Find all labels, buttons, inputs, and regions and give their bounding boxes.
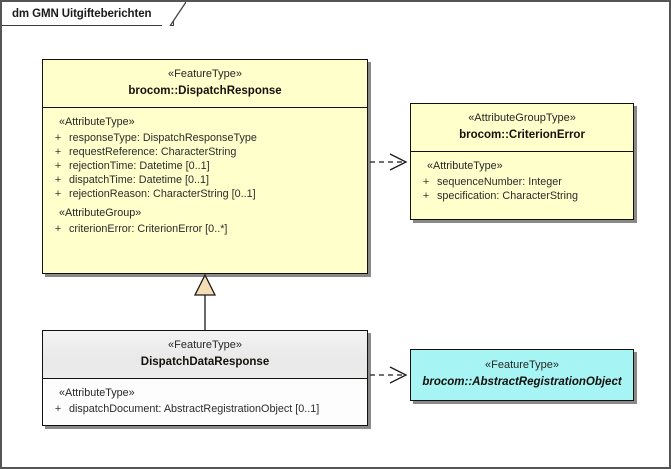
class-node-abstract-registration-object[interactable]: «FeatureType» brocom::AbstractRegistrati…	[410, 349, 634, 401]
class-stereotype: «FeatureType»	[168, 68, 242, 80]
attribute-signature: criterionError: CriterionError [0..*]	[69, 222, 228, 235]
attribute-group-label: «AttributeType»	[427, 159, 503, 172]
attribute-visibility: +	[54, 159, 62, 172]
attribute-row[interactable]: + sequenceNumber: Integer	[415, 175, 629, 189]
class-stereotype: «FeatureType»	[168, 339, 242, 351]
attribute-signature: rejectionReason: CharacterString [0..1]	[69, 187, 256, 200]
attribute-signature: responseType: DispatchResponseType	[69, 131, 257, 144]
attribute-signature: dispatchTime: Datetime [0..1]	[69, 173, 210, 186]
connector-dependency-dispatchresponse-criterionerror[interactable]	[370, 153, 408, 171]
class-header-abstract-registration-object: «FeatureType» brocom::AbstractRegistrati…	[411, 350, 633, 398]
attribute-visibility: +	[422, 189, 430, 202]
attribute-row[interactable]: + dispatchTime: Datetime [0..1]	[47, 173, 363, 187]
class-node-dispatch-response[interactable]: «FeatureType» brocom::DispatchResponse «…	[42, 59, 368, 274]
class-node-dispatch-data-response[interactable]: «FeatureType» DispatchDataResponse «Attr…	[42, 330, 368, 426]
connector-generalization-dispatchdataresponse-dispatchresponse[interactable]	[193, 273, 217, 332]
class-body-dispatch-data-response: «AttributeType» + dispatchDocument: Abst…	[43, 377, 367, 423]
attribute-visibility: +	[54, 402, 62, 415]
class-name: brocom::DispatchResponse	[128, 84, 282, 97]
attribute-row[interactable]: + criterionError: CriterionError [0..*]	[47, 222, 363, 236]
diagram-title-label: dm GMN Uitgifteberichten	[12, 7, 152, 20]
attribute-row[interactable]: + requestReference: CharacterString	[47, 145, 363, 159]
attribute-visibility: +	[54, 222, 62, 235]
attribute-visibility: +	[422, 175, 430, 188]
class-header-dispatch-data-response: «FeatureType» DispatchDataResponse	[43, 331, 367, 378]
class-body-criterion-error: «AttributeType» + sequenceNumber: Intege…	[411, 150, 633, 210]
class-name: DispatchDataResponse	[140, 355, 270, 368]
attribute-signature: dispatchDocument: AbstractRegistrationOb…	[69, 402, 320, 415]
attribute-visibility: +	[54, 187, 62, 200]
attribute-signature: specification: CharacterString	[437, 189, 579, 202]
connector-dependency-dispatchdataresponse-abstractregistrationobject[interactable]	[370, 366, 408, 384]
attribute-row[interactable]: + specification: CharacterString	[415, 189, 629, 203]
attribute-visibility: +	[54, 131, 62, 144]
attribute-visibility: +	[54, 145, 62, 158]
attribute-group-label: «AttributeType»	[59, 386, 135, 399]
attribute-group-label: «AttributeGroup»	[59, 206, 142, 219]
attribute-visibility: +	[54, 173, 62, 186]
class-stereotype: «AttributeGroupType»	[468, 112, 576, 124]
attribute-row[interactable]: + rejectionReason: CharacterString [0..1…	[47, 187, 363, 201]
attribute-row[interactable]: + responseType: DispatchResponseType	[47, 131, 363, 145]
class-header-dispatch-response: «FeatureType» brocom::DispatchResponse	[43, 60, 367, 107]
attribute-signature: sequenceNumber: Integer	[437, 175, 562, 188]
class-body-dispatch-response: «AttributeType» + responseType: Dispatch…	[43, 106, 367, 243]
class-header-criterion-error: «AttributeGroupType» brocom::CriterionEr…	[411, 104, 633, 151]
diagram-title-tab[interactable]: dm GMN Uitgifteberichten	[2, 2, 175, 26]
attribute-row[interactable]: + dispatchDocument: AbstractRegistration…	[47, 402, 363, 416]
attribute-signature: requestReference: CharacterString	[69, 145, 237, 158]
attribute-signature: rejectionTime: Datetime [0..1]	[69, 159, 210, 172]
class-name: brocom::CriterionError	[459, 128, 585, 141]
attribute-row[interactable]: + rejectionTime: Datetime [0..1]	[47, 159, 363, 173]
class-name: brocom::AbstractRegistrationObject	[422, 375, 622, 388]
class-stereotype: «FeatureType»	[485, 359, 559, 371]
attribute-group-label: «AttributeType»	[59, 115, 135, 128]
class-node-criterion-error[interactable]: «AttributeGroupType» brocom::CriterionEr…	[410, 103, 634, 220]
